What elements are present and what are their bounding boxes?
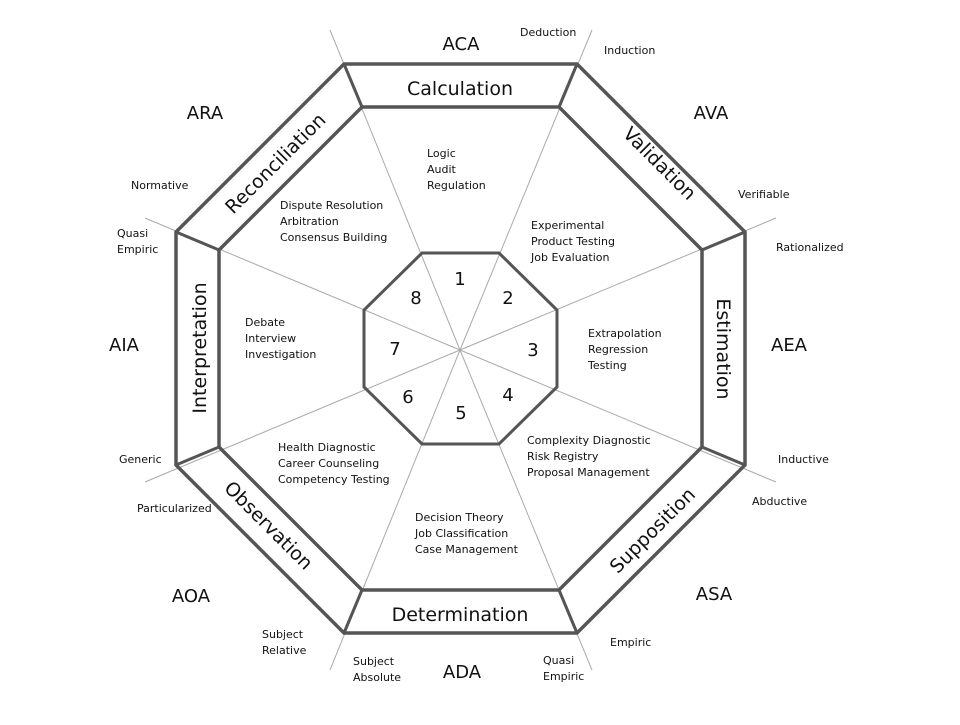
segment-upper-right: Experimental Product Testing Job Evaluat…	[530, 219, 615, 264]
band-separators	[175, 63, 746, 634]
segment-item: Product Testing	[531, 235, 615, 248]
segment-item: Experimental	[531, 219, 604, 232]
spoke-label-quasi-empiric-left-1: Quasi	[117, 227, 148, 240]
number-1: 1	[454, 269, 465, 290]
spoke-lines	[144, 29, 777, 671]
spoke-label-empiric: Empiric	[610, 636, 651, 649]
spoke-label-generic: Generic	[119, 453, 162, 466]
outer-code-aoa: AOA	[172, 586, 211, 607]
segment-bottom: Decision Theory Job Classification Case …	[414, 511, 519, 556]
band-separator	[342, 63, 364, 108]
segment-item: Proposal Management	[527, 466, 650, 479]
band-label-validation: Validation	[618, 123, 700, 205]
number-3: 3	[527, 340, 538, 361]
outer-code-aea: AEA	[771, 335, 808, 356]
spoke-label-quasi-empiric-left-2: Empiric	[117, 243, 158, 256]
number-8: 8	[410, 288, 421, 309]
band-separator	[701, 445, 746, 467]
segment-upper-left: Dispute Resolution Arbitration Consensus…	[280, 199, 387, 244]
band-separator	[557, 589, 579, 634]
segment-item: Interview	[245, 332, 296, 345]
spoke-label-normative: Normative	[131, 179, 189, 192]
segment-left: Debate Interview Investigation	[245, 316, 316, 361]
inner-numbers: 1 2 3 4 5 6 7 8	[389, 269, 538, 424]
segment-item: Job Classification	[414, 527, 508, 540]
outer-code-ada: ADA	[443, 662, 482, 683]
spoke-label-subject-absolute-1: Subject	[353, 655, 395, 668]
spoke-labels: Deduction Induction Verifiable Rationali…	[117, 26, 844, 684]
segment-item: Competency Testing	[278, 473, 390, 486]
spoke-label-induction: Induction	[604, 44, 655, 57]
number-5: 5	[455, 403, 466, 424]
outer-code-ara: ARA	[187, 103, 224, 124]
segment-item: Regulation	[427, 179, 486, 192]
segment-item: Investigation	[245, 348, 316, 361]
spoke-label-quasi-empiric-bottom-2: Empiric	[543, 670, 584, 683]
segment-item: Testing	[587, 359, 627, 372]
spoke-line	[144, 349, 461, 483]
number-2: 2	[502, 288, 513, 309]
segment-lower-left: Health Diagnostic Career Counseling Comp…	[278, 441, 390, 486]
segment-item: Decision Theory	[415, 511, 504, 524]
segment-item: Regression	[588, 343, 648, 356]
spoke-label-inductive: Inductive	[778, 453, 829, 466]
band-label-estimation: Estimation	[712, 298, 734, 399]
segment-item: Complexity Diagnostic	[527, 434, 651, 447]
spoke-line	[459, 349, 777, 483]
number-6: 6	[402, 387, 413, 408]
segment-top: Logic Audit Regulation	[427, 147, 486, 192]
number-7: 7	[389, 339, 400, 360]
band-separator	[557, 63, 579, 108]
outer-code-ava: AVA	[694, 103, 729, 124]
band-label-determination: Determination	[392, 604, 529, 626]
outer-codes: ACA AVA AEA ASA ADA AOA AIA ARA	[109, 34, 808, 683]
segment-item: Dispute Resolution	[280, 199, 383, 212]
segment-item: Extrapolation	[588, 327, 662, 340]
segment-item: Logic	[427, 147, 456, 160]
band-label-interpretation: Interpretation	[189, 282, 211, 413]
band-separator	[175, 445, 220, 467]
spoke-label-quasi-empiric-bottom-1: Quasi	[543, 654, 574, 667]
spoke-label-abductive: Abductive	[752, 495, 807, 508]
segment-lists: Logic Audit Regulation Experimental Prod…	[245, 147, 662, 556]
spoke-label-subject-relative-1: Subject	[262, 628, 304, 641]
inner-octagon	[362, 251, 559, 446]
band-separator	[701, 230, 746, 252]
band-separator	[342, 589, 364, 634]
segment-item: Health Diagnostic	[278, 441, 376, 454]
segment-item: Job Evaluation	[530, 251, 610, 264]
segment-item: Career Counseling	[278, 457, 379, 470]
segment-item: Case Management	[415, 543, 519, 556]
spoke-label-subject-relative-2: Relative	[262, 644, 307, 657]
band-separator	[175, 230, 220, 252]
band-label-observation: Observation	[220, 477, 317, 574]
segment-lower-right: Complexity Diagnostic Risk Registry Prop…	[527, 434, 651, 479]
spoke-label-particularized: Particularized	[137, 502, 212, 515]
outer-code-aca: ACA	[443, 34, 481, 55]
segment-right: Extrapolation Regression Testing	[587, 327, 662, 372]
segment-item: Debate	[245, 316, 285, 329]
outer-code-asa: ASA	[696, 584, 733, 605]
spoke-label-rationalized: Rationalized	[776, 241, 844, 254]
spoke-label-deduction: Deduction	[520, 26, 576, 39]
segment-item: Arbitration	[280, 215, 339, 228]
band-label-calculation: Calculation	[407, 78, 513, 100]
spoke-label-verifiable: Verifiable	[738, 188, 790, 201]
outer-code-aia: AIA	[109, 335, 140, 356]
spoke-label-subject-absolute-2: Absolute	[353, 671, 401, 684]
segment-item: Risk Registry	[527, 450, 599, 463]
number-4: 4	[502, 385, 513, 406]
segment-item: Audit	[427, 163, 457, 176]
segment-item: Consensus Building	[280, 231, 387, 244]
